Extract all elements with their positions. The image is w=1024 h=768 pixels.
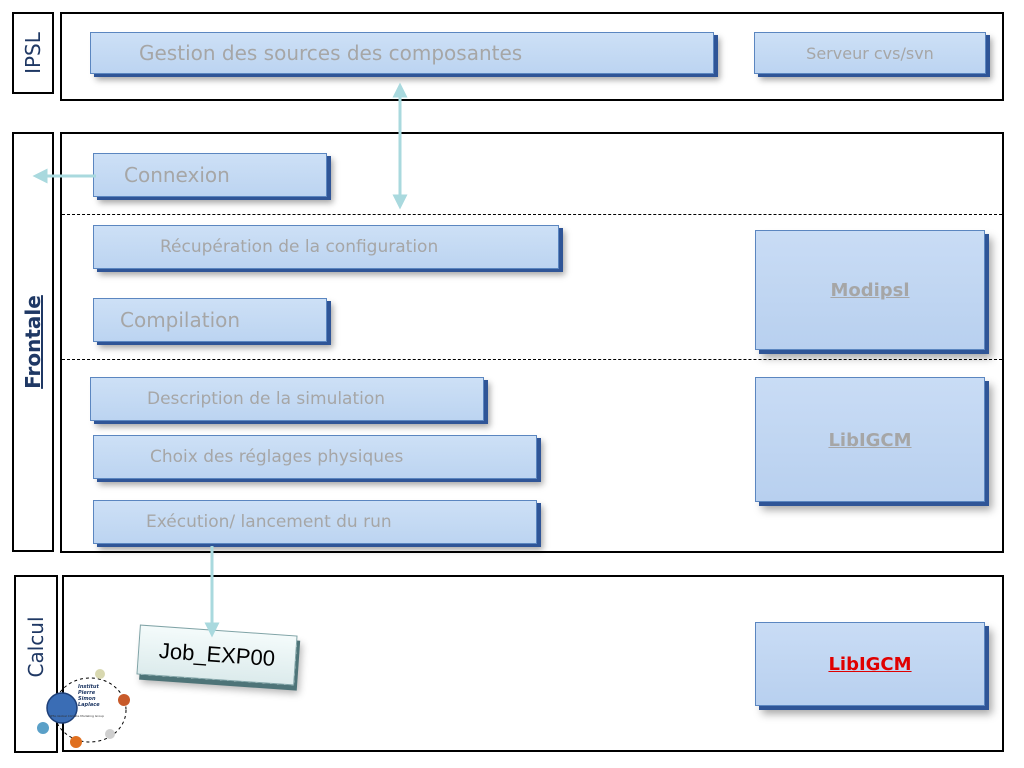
sources-management-box: Gestion des sources des composantes [90, 32, 714, 74]
server-box: Serveur cvs/svn [754, 32, 986, 74]
description-label: Description de la simulation [147, 389, 386, 409]
logo-line-3: Simon [78, 696, 96, 702]
logo-line-4: Laplace [78, 702, 100, 708]
mars-icon [118, 694, 130, 706]
logo-line-2: Pierre [78, 690, 96, 696]
sources-management-label: Gestion des sources des composantes [139, 41, 523, 65]
modipsl-box: Modipsl [755, 230, 985, 350]
compilation-box: Compilation [93, 298, 327, 342]
globe-icon [47, 693, 77, 723]
libigcm-calcul-box: LibIGCM [755, 622, 985, 706]
recuperation-label: Récupération de la configuration [160, 237, 439, 257]
separator-top [62, 214, 1002, 215]
moon-icon [95, 669, 105, 679]
separator-middle [62, 359, 1002, 360]
server-label: Serveur cvs/svn [806, 43, 934, 63]
libigcm-frontale-box: LibIGCM [755, 377, 985, 502]
libigcm-calcul-label: LibIGCM [828, 653, 912, 675]
logo-line-1: Institut [78, 684, 99, 690]
description-box: Description de la simulation [90, 377, 484, 421]
connexion-label: Connexion [124, 163, 230, 187]
recuperation-box: Récupération de la configuration [93, 225, 559, 269]
frontale-section-label: Frontale [12, 132, 54, 552]
planet-icon [70, 736, 82, 748]
logo-subtitle: IPSL Global Climate Modeling Group [50, 714, 104, 718]
execution-box: Exécution/ lancement du run [93, 500, 537, 544]
modipsl-label: Modipsl [830, 279, 910, 301]
satellite-icon [105, 729, 115, 739]
libigcm-frontale-label: LibIGCM [828, 430, 912, 451]
ipsl-logo: Institut Pierre Simon Laplace IPSL Globa… [37, 669, 130, 748]
calcul-section-label: Calcul [14, 575, 58, 753]
earth-icon [37, 722, 49, 734]
execution-label: Exécution/ lancement du run [146, 512, 392, 532]
choix-label: Choix des réglages physiques [150, 447, 404, 467]
choix-box: Choix des réglages physiques [93, 435, 537, 479]
compilation-label: Compilation [120, 308, 241, 332]
connexion-box: Connexion [93, 153, 327, 197]
ipsl-section-label: IPSL [12, 12, 54, 94]
